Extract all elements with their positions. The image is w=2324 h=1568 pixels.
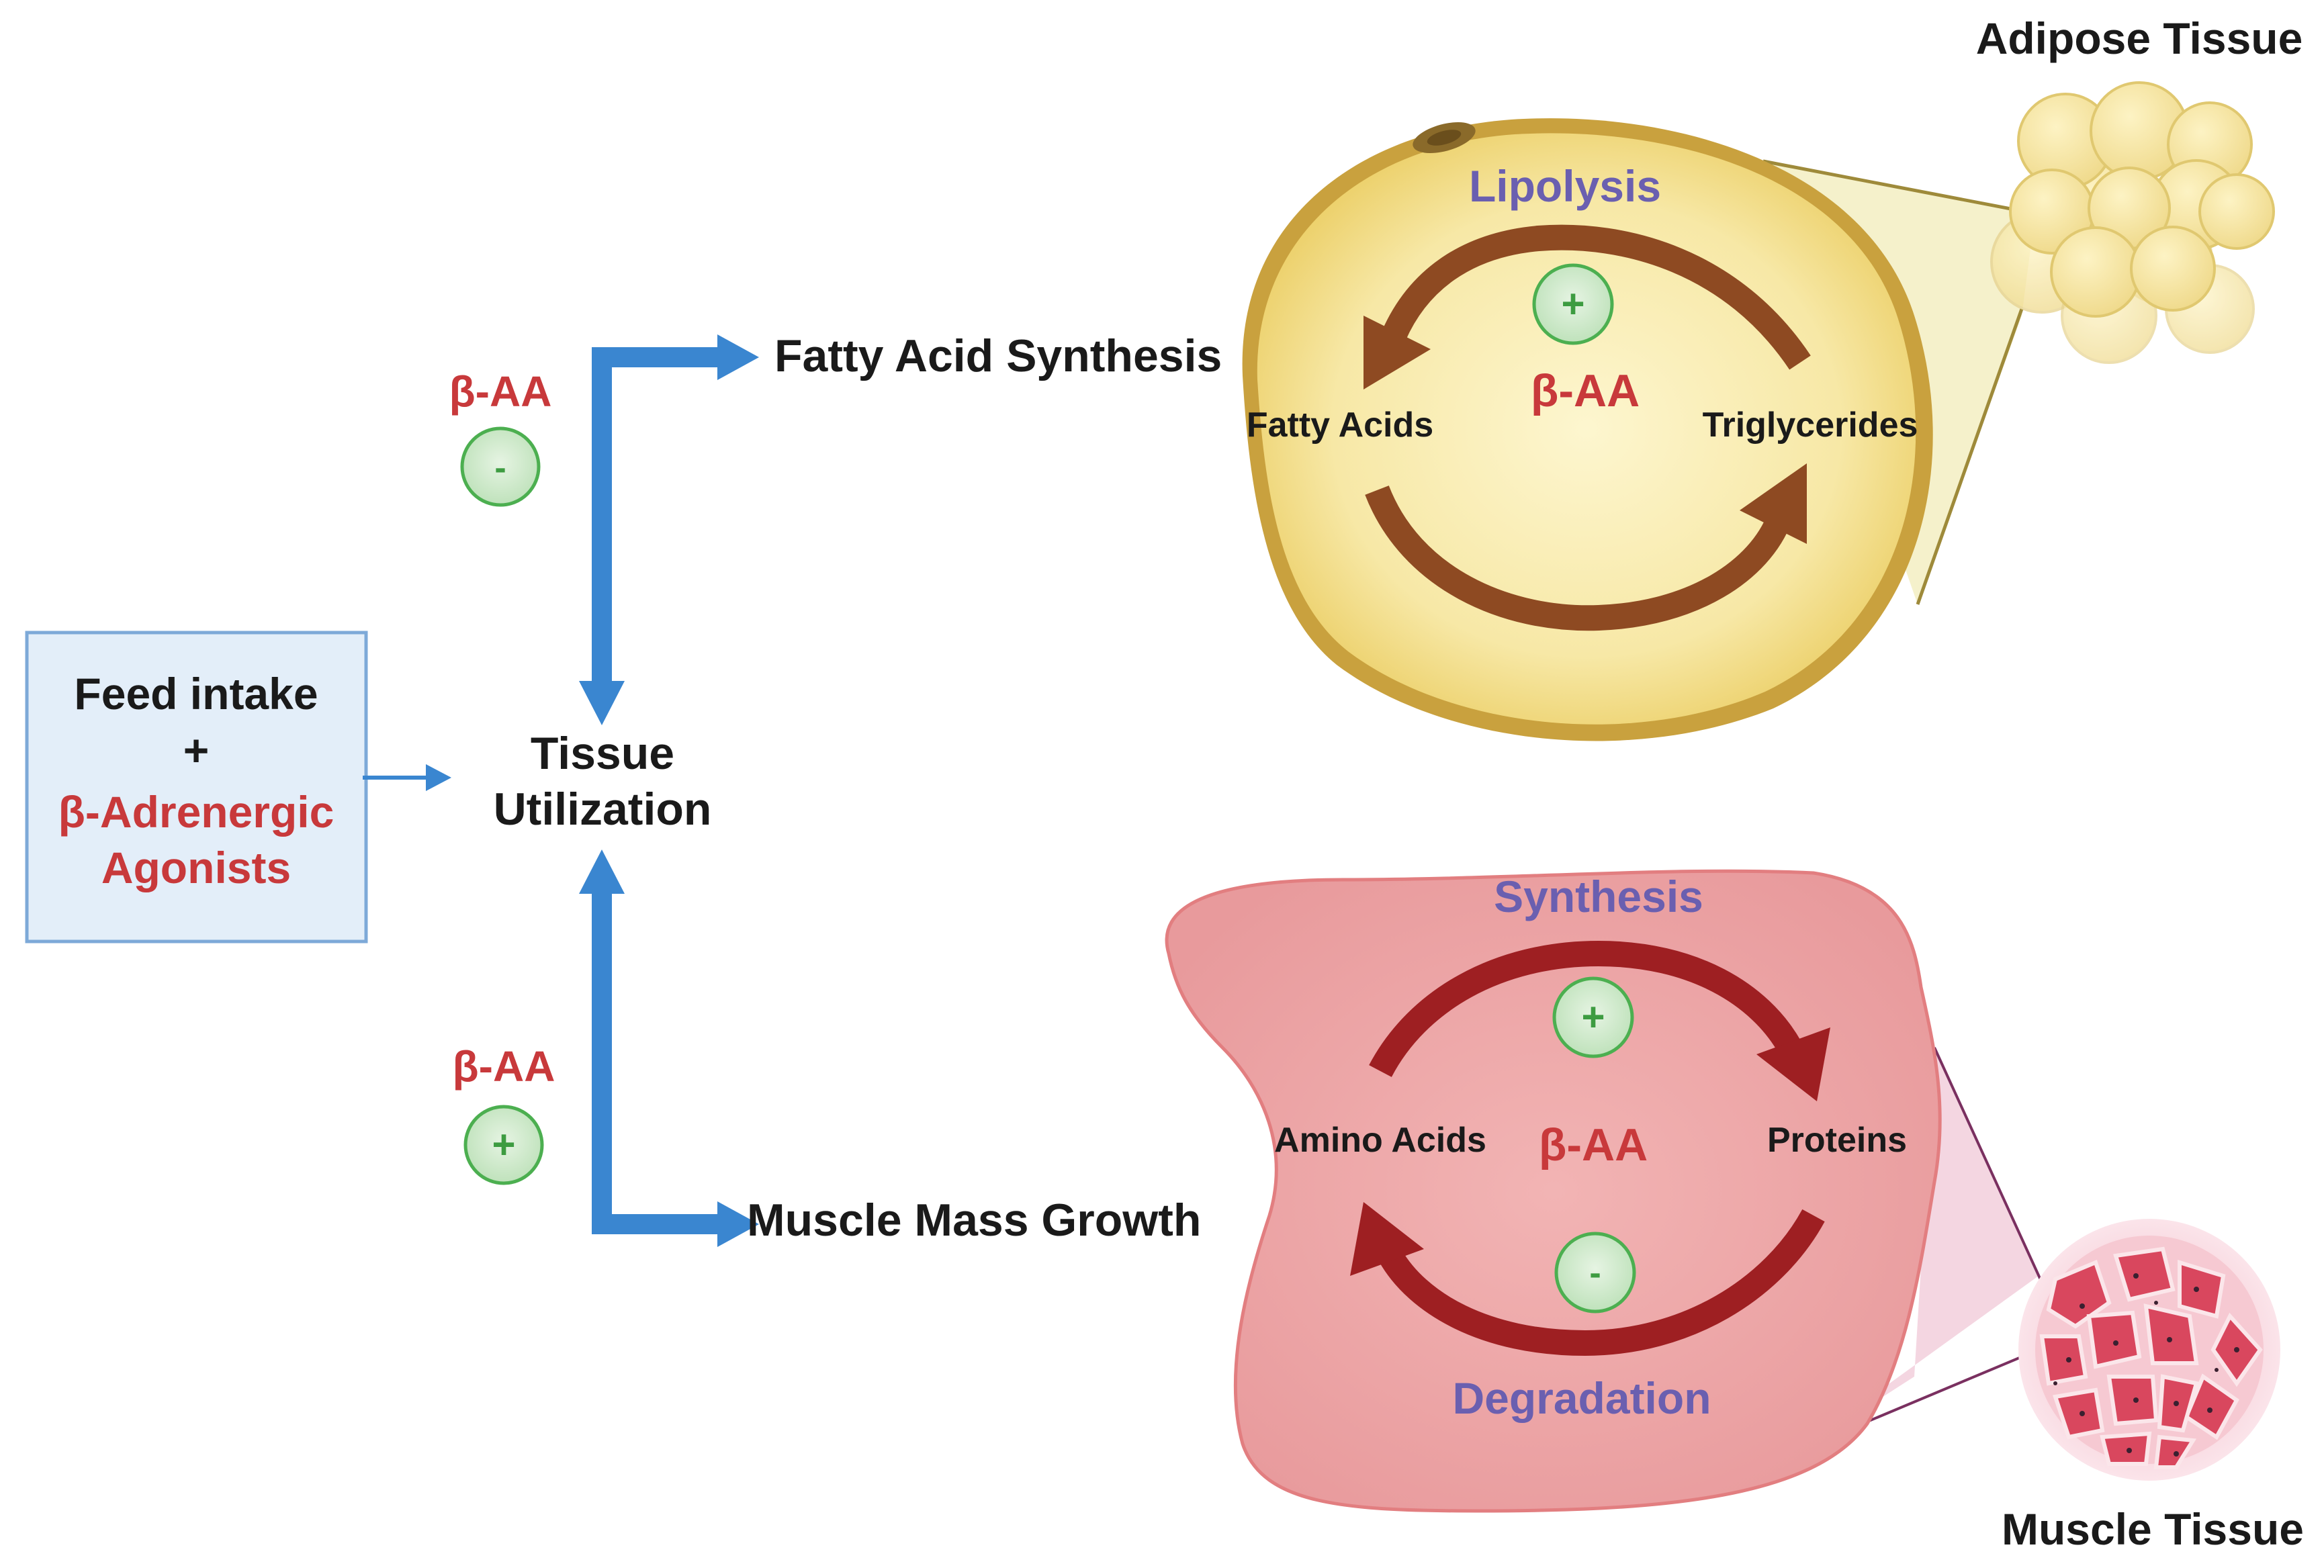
esterification-cycle-arrow — [1365, 463, 1807, 631]
upper-flow-arrow — [579, 334, 759, 725]
input-line-feed: Feed intake — [74, 669, 318, 719]
adipose-effector-label: β-AA — [1531, 365, 1640, 416]
upper-minus-sign: - — [460, 426, 541, 507]
lower-effector-label: β-AA — [453, 1042, 555, 1091]
muscle-plus-sign: + — [1552, 976, 1634, 1058]
muscle-minus-sign: - — [1554, 1232, 1636, 1313]
adipose-tissue-label: Adipose Tissue — [1976, 13, 2303, 63]
input-line-plus: + — [183, 725, 210, 775]
lipolysis-cycle-arrow — [1364, 224, 1811, 389]
center-label-utilization: Utilization — [494, 784, 712, 835]
lower-plus-sign: + — [463, 1105, 544, 1185]
upper-effector-label: β-AA — [449, 367, 552, 416]
degradation-label: Degradation — [1452, 1373, 1711, 1423]
adipose-plus-sign: + — [1532, 263, 1614, 345]
fatty-acids-node: Fatty Acids — [1247, 406, 1433, 445]
adipose-tissue-cluster — [1990, 81, 2275, 364]
svg-text:+: + — [1581, 995, 1605, 1040]
center-label-tissue: Tissue — [531, 728, 674, 779]
svg-text:+: + — [492, 1122, 515, 1167]
muscle-cell — [1165, 869, 1942, 1513]
proteins-node: Proteins — [1767, 1121, 1907, 1160]
degradation-cycle-arrow — [1350, 1202, 1825, 1356]
input-box: Feed intake + β-Adrenergic Agonists — [25, 631, 368, 943]
synthesis-label: Synthesis — [1494, 872, 1703, 921]
muscle-tissue-section — [2018, 1219, 2280, 1481]
fatty-acid-synthesis-label: Fatty Acid Synthesis — [774, 330, 1222, 381]
input-box-frame — [25, 631, 368, 943]
input-arrow — [363, 764, 451, 791]
svg-text:+: + — [1561, 281, 1584, 326]
muscle-tissue-label: Muscle Tissue — [2002, 1504, 2304, 1554]
synthesis-cycle-arrow — [1369, 940, 1830, 1101]
triglycerides-node: Triglycerides — [1703, 406, 1918, 445]
muscle-cell-body — [1165, 869, 1942, 1513]
lower-flow-arrow — [579, 849, 759, 1247]
muscle-effector-label: β-AA — [1539, 1119, 1648, 1170]
lipolysis-label: Lipolysis — [1469, 161, 1661, 211]
svg-text:-: - — [1589, 1254, 1601, 1293]
amino-acids-node: Amino Acids — [1274, 1121, 1486, 1160]
muscle-mass-growth-label: Muscle Mass Growth — [747, 1195, 1201, 1246]
input-line-agonist-2: Agonists — [101, 843, 291, 892]
svg-text:-: - — [494, 449, 506, 488]
input-line-agonist: β-Adrenergic — [58, 787, 334, 837]
